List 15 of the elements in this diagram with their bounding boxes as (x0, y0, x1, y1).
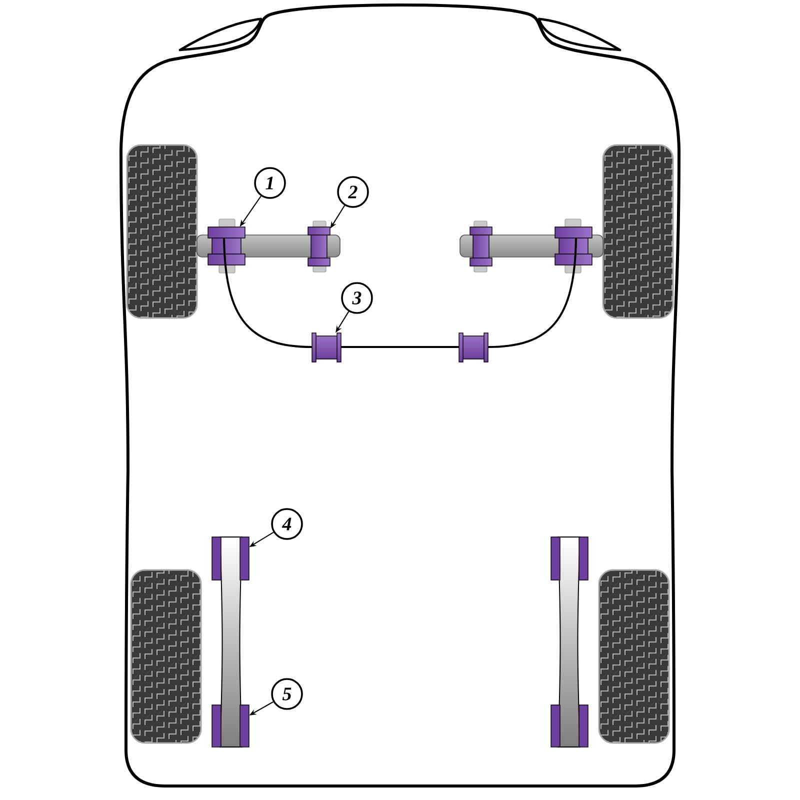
bush (554, 226, 592, 266)
bush (458, 332, 488, 362)
callout-number: 1 (254, 167, 286, 199)
callout-number: 4 (271, 508, 303, 540)
bush (550, 536, 588, 580)
callout-number: 3 (341, 282, 373, 314)
bush (212, 704, 250, 748)
callout-number: 5 (271, 678, 303, 710)
bush (470, 226, 492, 266)
bush (208, 226, 246, 266)
bush (312, 332, 342, 362)
bush (550, 704, 588, 748)
callout-number: 2 (337, 176, 369, 208)
bush (212, 536, 250, 580)
bush (308, 226, 330, 266)
